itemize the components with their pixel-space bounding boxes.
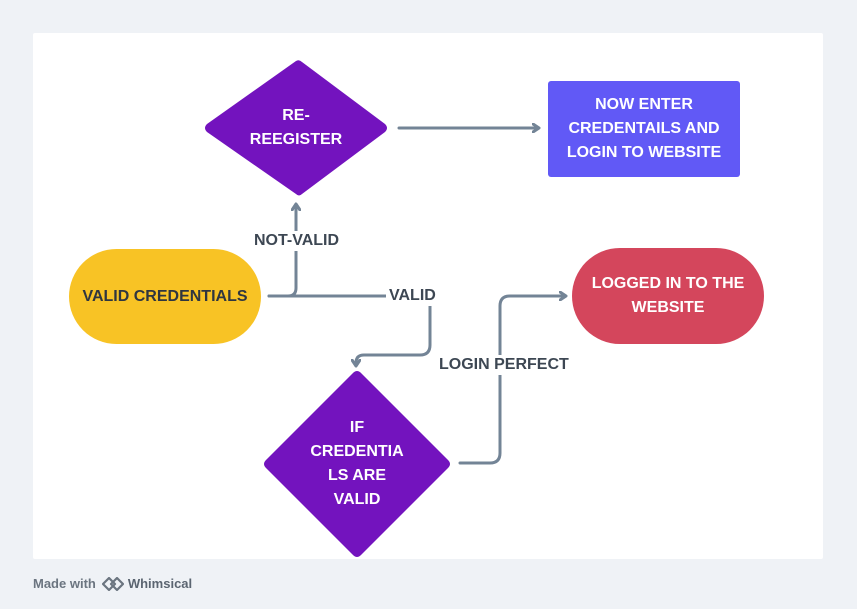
valid-credentials-pill[interactable]: VALID CREDENTIALS: [69, 249, 261, 344]
login-perfect-edge-label: LOGIN PERFECT: [436, 355, 572, 375]
diamond-shape: [205, 60, 387, 196]
if-valid-label: IF CREDENTIA LS ARE VALID: [310, 419, 404, 508]
made-with-text: Made with: [33, 576, 96, 591]
now-enter-label: NOW ENTER CREDENTAILS AND LOGIN TO WEBSI…: [566, 96, 722, 161]
whimsical-brand-text: Whimsical: [127, 576, 193, 591]
if-valid-diamond[interactable]: IF CREDENTIA LS ARE VALID: [262, 369, 452, 559]
not-valid-edge-label: NOT-VALID: [251, 231, 343, 251]
now-enter-credentials-box[interactable]: NOW ENTER CREDENTAILS AND LOGIN TO WEBSI…: [548, 81, 740, 177]
reregister-diamond[interactable]: RE- REEGISTER: [202, 58, 390, 198]
valid-credentials-label: VALID CREDENTIALS: [82, 287, 248, 305]
logged-in-label: LOGGED IN TO THE WEBSITE: [591, 275, 745, 316]
diamond-shape: [264, 371, 450, 557]
reregister-label: RE- REEGISTER: [249, 107, 343, 148]
valid-edge-label: VALID: [386, 286, 439, 306]
footer[interactable]: Made with Whimsical: [33, 576, 192, 591]
logged-in-pill[interactable]: LOGGED IN TO THE WEBSITE: [572, 248, 764, 344]
whimsical-logo-icon: [101, 576, 124, 591]
